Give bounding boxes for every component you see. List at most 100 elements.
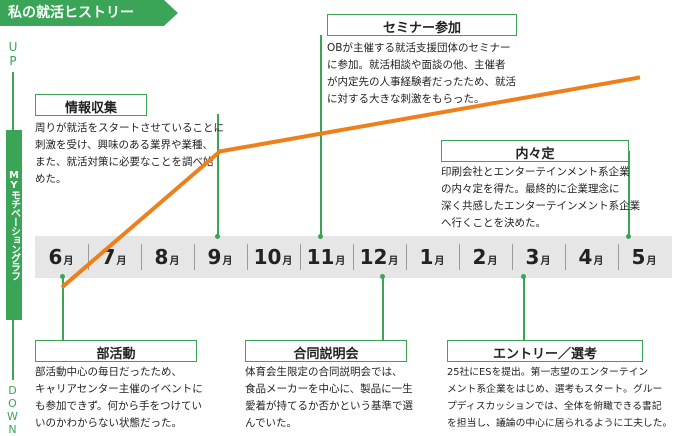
event-title-seminar: セミナー参加 [382,21,461,36]
event-text-club: 部活動中心の毎日だったため、 キャリアセンター主催のイベントに も参加できず。何… [35,364,225,432]
month-divider [141,244,142,270]
event-text-line: メント系企業をはじめ、選考もスタート。グルー [447,384,663,395]
event-text-info: 周りが就活をスタートさせていることに 刺激を受け、興味のある業界や業種、 また、… [35,120,235,188]
axis-up-line [12,72,14,130]
event-title-info: 情報収集 [64,101,117,116]
event-text-line: キャリアセンター主催のイベントに [35,383,203,395]
motivation-line [60,75,641,289]
month-9: 9月 [194,236,246,278]
connector-dot [215,234,220,239]
month-number: 8 [154,245,169,269]
connector-club [62,276,64,340]
month-unit: 月 [222,256,233,267]
month-number: 3 [525,245,540,269]
connector-offer [628,151,630,238]
connector-dot [380,274,385,279]
event-text-line: の内々定を得た。最終的に企業理念に [441,183,620,195]
month-divider [353,244,354,270]
event-text-fair: 体育会生限定の合同説明会では、 食品メーカーを中心に、製品に一生 愛着が持てるか… [245,364,435,432]
event-text-line: に参加。就活相談や面談の他、主催者 [327,59,506,71]
event-text-line: 25社にESを提出。第一志望のエンターテイン [447,367,649,378]
event-text-line: んでいた。 [245,417,297,429]
connector-seminar [320,35,322,238]
event-text-line: また、就活対策に必要なことを調べ始 [35,156,214,168]
month-1: 1月 [406,236,458,278]
month-unit: 月 [169,256,180,267]
event-text-line: を担当し、議論の中心に居られるように工夫した。 [447,418,673,429]
event-text-line: 愛着が持てるか否かという基準で選 [245,400,413,412]
event-box-entry [447,340,643,362]
month-divider [88,244,89,270]
month-number: 11 [306,245,335,269]
month-divider [300,244,301,270]
month-6: 6月 [35,236,87,278]
connector-dot [60,274,65,279]
event-text-line: 刺激を受け、興味のある業界や業種、 [35,139,213,151]
event-text-line: めた。 [35,173,67,185]
event-box-club [35,340,197,362]
event-text-offer: 印刷会社とエンターテインメント系企業 の内々定を得た。最終的に企業理念に 深く共… [441,164,641,232]
month-divider [247,244,248,270]
event-title-club: 部活動 [96,347,136,362]
connector-info [217,114,219,238]
month-number: 2 [472,245,487,269]
axis-up-text: UP [6,40,20,68]
month-divider [618,244,619,270]
event-text-line: プディスカッションでは、全体を俯瞰できる書記 [447,401,662,412]
event-box-fair [245,340,407,362]
month-unit: 月 [487,256,498,267]
connector-fair [382,276,384,340]
month-number: 4 [578,245,593,269]
month-number: 9 [207,245,222,269]
month-2: 2月 [459,236,511,278]
event-text-line: へ行くことを決めた。 [441,217,546,229]
event-text-line: 食品メーカーを中心に、製品に一生 [245,383,413,395]
month-number: 10 [253,245,282,269]
motivation-label: MYモチベーショングラフ [8,170,20,280]
event-text-line: に対する大きな刺激をもらった。 [327,93,485,105]
month-divider [565,244,566,270]
event-text-line: いのかわからない状態だった。 [35,417,182,429]
event-title-fair: 合同説明会 [293,347,359,362]
axis-down-label: DOWN [6,384,20,436]
month-unit: 月 [63,256,74,267]
event-box-info [35,94,147,116]
axis-up-label: UP [6,40,20,68]
connector-dot [626,234,631,239]
connector-dot [318,234,323,239]
event-text-line: 体育会生限定の合同説明会では、 [245,366,403,378]
month-unit: 月 [593,256,604,267]
month-number: 6 [48,245,63,269]
month-unit: 月 [335,256,346,267]
event-text-entry: 25社にESを提出。第一志望のエンターテイン メント系企業をはじめ、選考もスター… [447,364,673,432]
event-text-line: も参加できず。何から手をつけてい [35,400,202,412]
month-unit: 月 [388,256,399,267]
event-box-offer [441,140,629,162]
page-title: 私の就活ヒストリー [0,0,178,26]
event-box-seminar [327,14,517,36]
month-unit: 月 [434,256,445,267]
axis-down-line [12,320,14,380]
month-unit: 月 [282,256,293,267]
event-text-line: 部活動中心の毎日だったため、 [35,366,182,378]
connector-dot [521,274,526,279]
month-number: 1 [419,245,434,269]
month-8: 8月 [141,236,193,278]
month-number: 5 [631,245,646,269]
event-text-line: 印刷会社とエンターテインメント系企業 [441,166,630,178]
event-text-seminar: OBが主催する就活支援団体のセミナー に参加。就活相談や面談の他、主催者 が内定… [327,40,527,108]
month-unit: 月 [540,256,551,267]
axis-down-text: DOWN [6,384,19,436]
month-unit: 月 [116,256,127,267]
month-divider [406,244,407,270]
month-10: 10月 [247,236,299,278]
month-divider [512,244,513,270]
month-3: 3月 [512,236,564,278]
month-unit: 月 [646,256,657,267]
month-divider [194,244,195,270]
event-title-entry: エントリー／選考 [492,347,597,362]
month-number: 12 [359,245,388,269]
event-text-line: が内定先の人事経験者だったため、就活 [327,76,516,88]
event-text-line: 深く共感したエンターテインメント系企業 [441,200,641,212]
